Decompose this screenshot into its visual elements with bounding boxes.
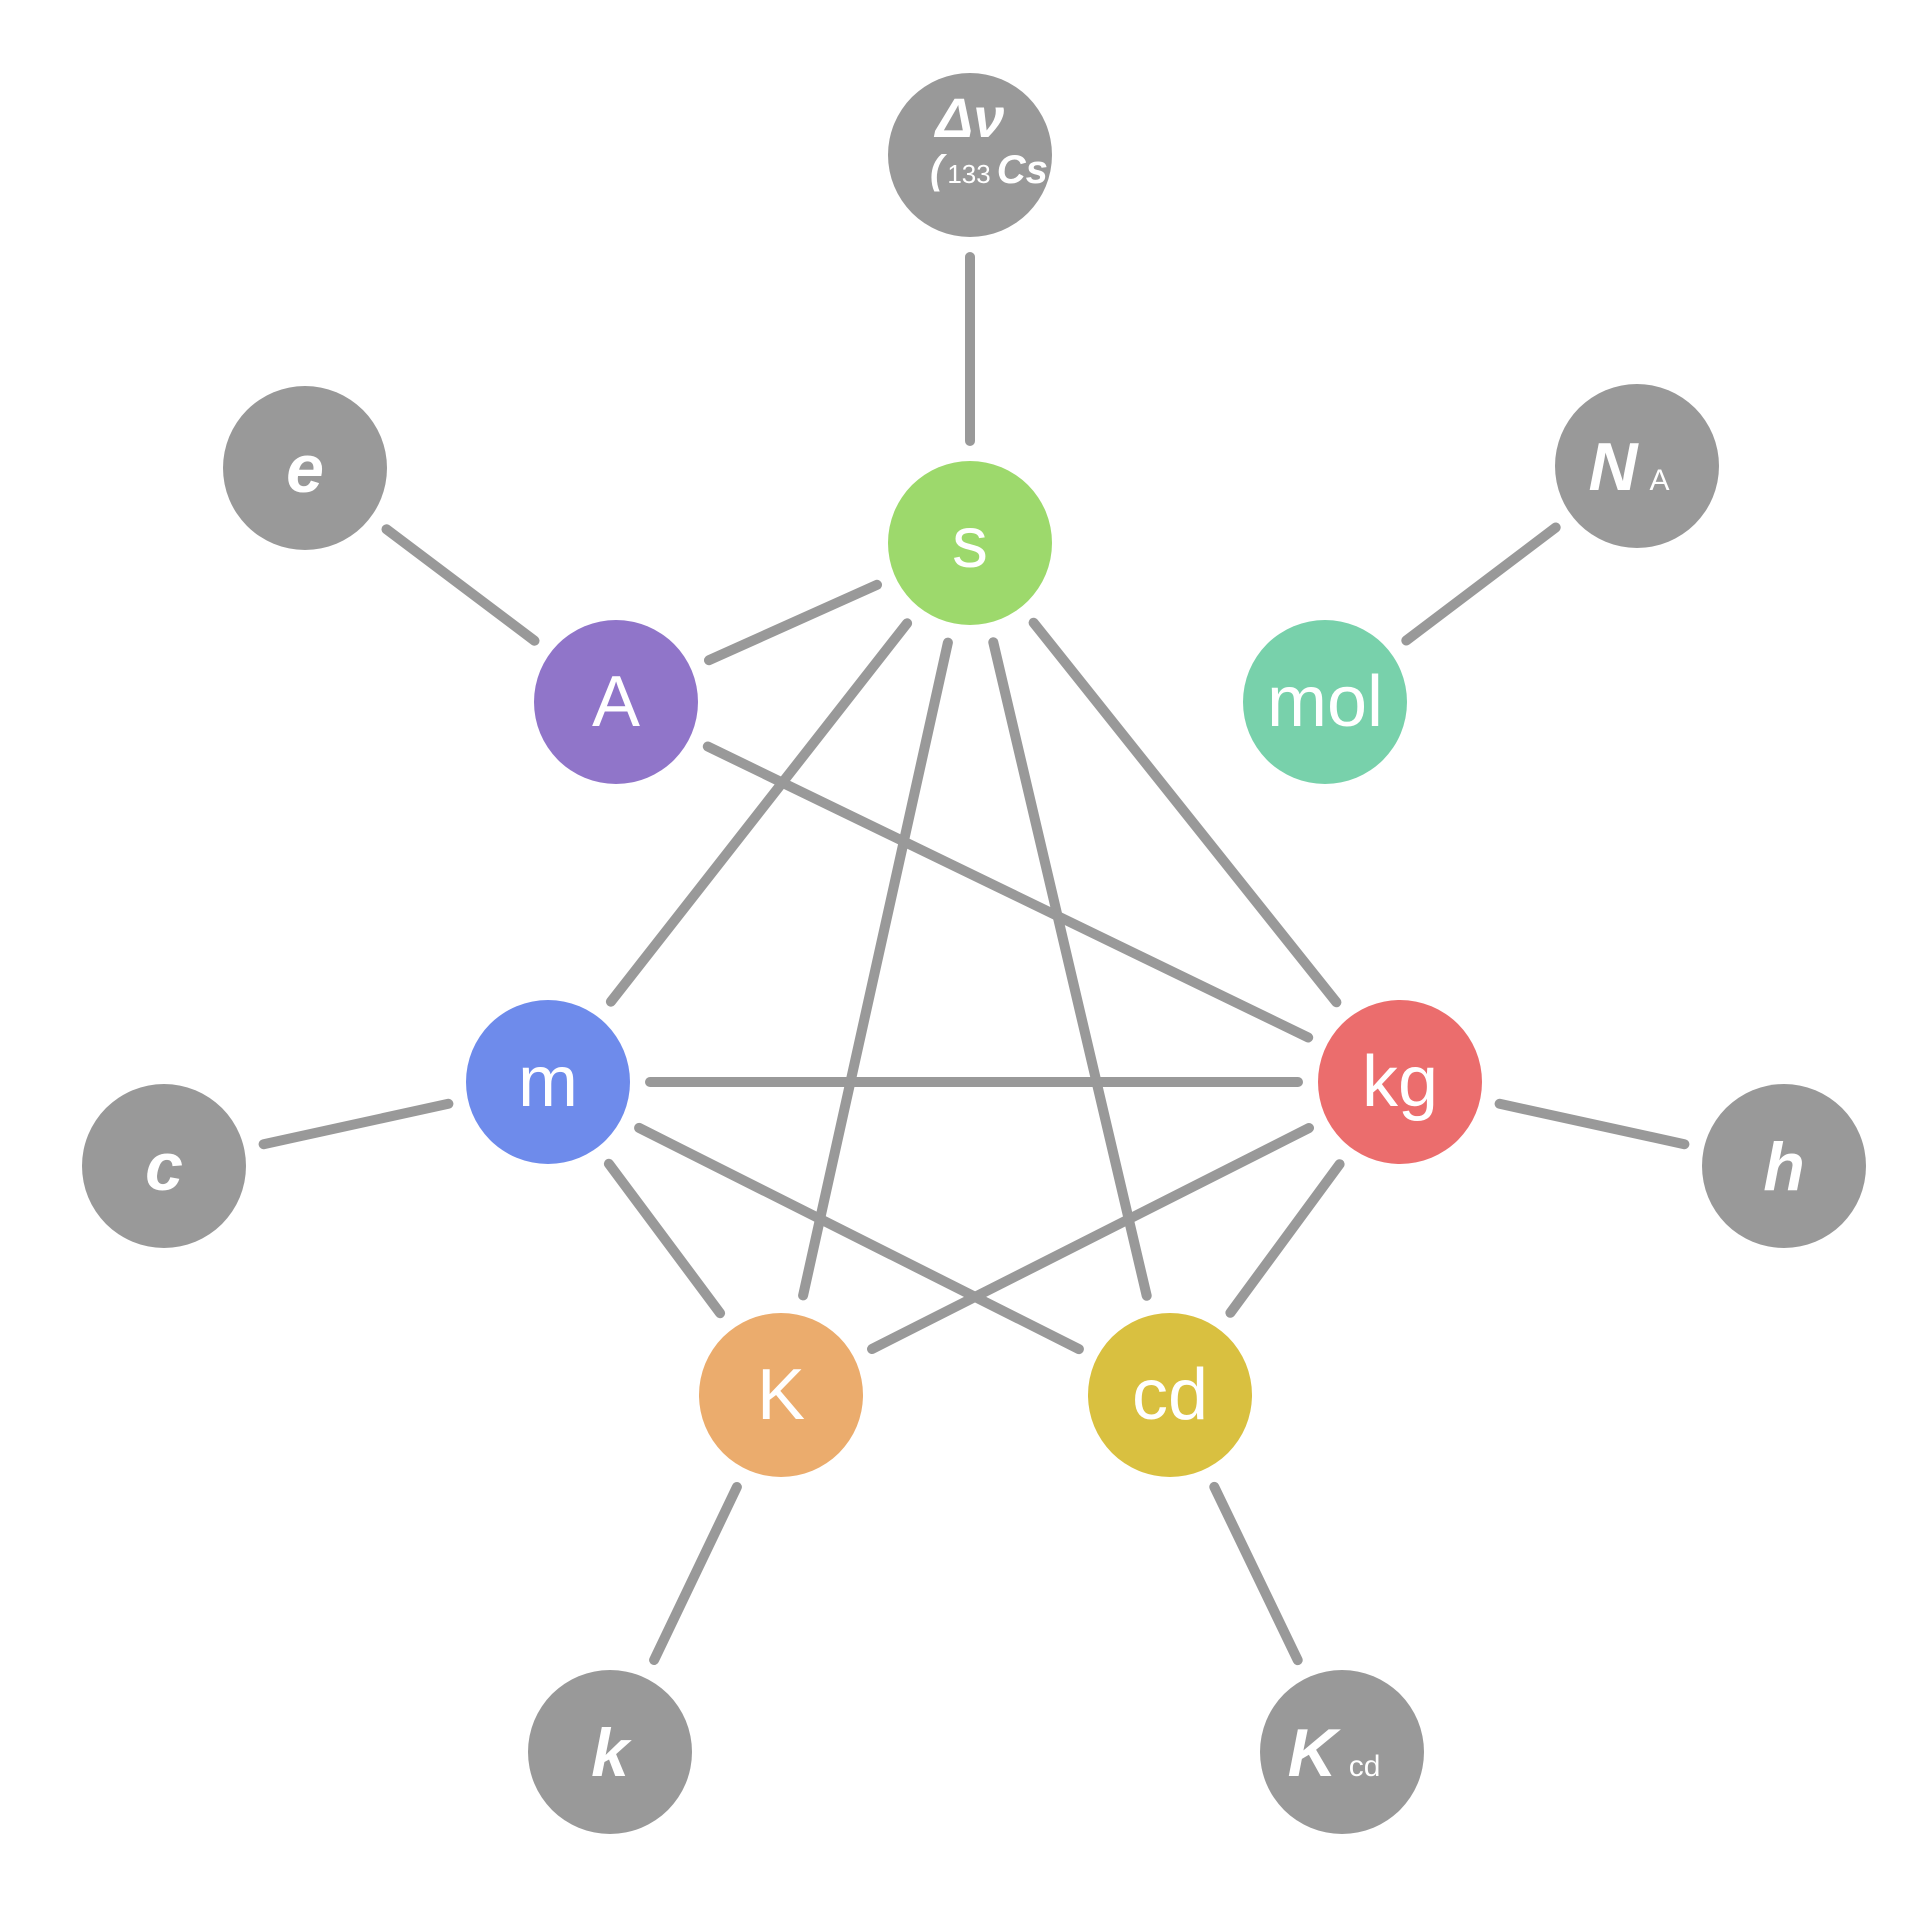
- constant-circle-h: [1702, 1084, 1866, 1248]
- constant-label-dnu: Δν: [934, 86, 1005, 149]
- edge-kg-cd: [1225, 1159, 1345, 1318]
- unit-circle-m: [466, 1000, 630, 1164]
- edge-Kcd-cd: [1209, 1481, 1303, 1666]
- edge-k-K: [649, 1482, 742, 1665]
- edge-m-cd: [634, 1122, 1084, 1355]
- constant-label-k: k: [591, 1715, 632, 1791]
- unit-label-kg: kg: [1362, 1042, 1438, 1122]
- edge-s-kg: [1028, 617, 1342, 1008]
- constant-label-e: e: [286, 431, 324, 507]
- unit-label-m: m: [518, 1042, 578, 1122]
- constant-circle-NA: [1555, 384, 1719, 548]
- edge-c-m: [258, 1098, 454, 1150]
- unit-circle-K: [699, 1313, 863, 1477]
- edge-layer: [258, 252, 1690, 1666]
- edge-s-cd: [988, 637, 1152, 1301]
- constant-node-e[interactable]: e: [223, 386, 387, 550]
- unit-circle-s: [888, 461, 1052, 625]
- edge-A-kg: [702, 741, 1314, 1043]
- edge-s-K: [798, 637, 953, 1301]
- unit-circle-kg: [1318, 1000, 1482, 1164]
- unit-label-K: K: [757, 1355, 805, 1435]
- constant-label-c: c: [145, 1129, 183, 1205]
- edge-e-A: [381, 524, 540, 646]
- unit-node-K[interactable]: K: [699, 1313, 863, 1477]
- constant-circle-dnu: [888, 73, 1052, 237]
- unit-node-A[interactable]: A: [534, 620, 698, 784]
- unit-label-mol: mol: [1267, 662, 1383, 742]
- unit-circle-mol: [1243, 620, 1407, 784]
- unit-node-cd[interactable]: cd: [1088, 1313, 1252, 1477]
- unit-label-cd: cd: [1132, 1355, 1208, 1435]
- constant-label-h: h: [1763, 1129, 1805, 1205]
- constant-node-c[interactable]: c: [82, 1084, 246, 1248]
- unit-node-s[interactable]: s: [888, 461, 1052, 625]
- unit-label-s: s: [952, 503, 988, 583]
- edge-s-A: [704, 579, 882, 666]
- edge-m-K: [603, 1158, 726, 1319]
- unit-circle-A: [534, 620, 698, 784]
- constant-circle-Kcd: [1260, 1670, 1424, 1834]
- unit-label-A: A: [592, 662, 640, 742]
- edge-kg-K: [867, 1123, 1314, 1354]
- constant-node-h[interactable]: h: [1702, 1084, 1866, 1248]
- unit-node-mol[interactable]: mol: [1243, 620, 1407, 784]
- constant-circle-k: [528, 1670, 692, 1834]
- edge-h-kg: [1494, 1098, 1690, 1150]
- unit-circle-cd: [1088, 1313, 1252, 1477]
- edge-s-m: [605, 618, 913, 1007]
- edge-NA-mol: [1401, 522, 1561, 646]
- constant-node-k[interactable]: k: [528, 1670, 692, 1834]
- constant-circle-e: [223, 386, 387, 550]
- constant-circle-c: [82, 1084, 246, 1248]
- unit-node-m[interactable]: m: [466, 1000, 630, 1164]
- unit-node-kg[interactable]: kg: [1318, 1000, 1482, 1164]
